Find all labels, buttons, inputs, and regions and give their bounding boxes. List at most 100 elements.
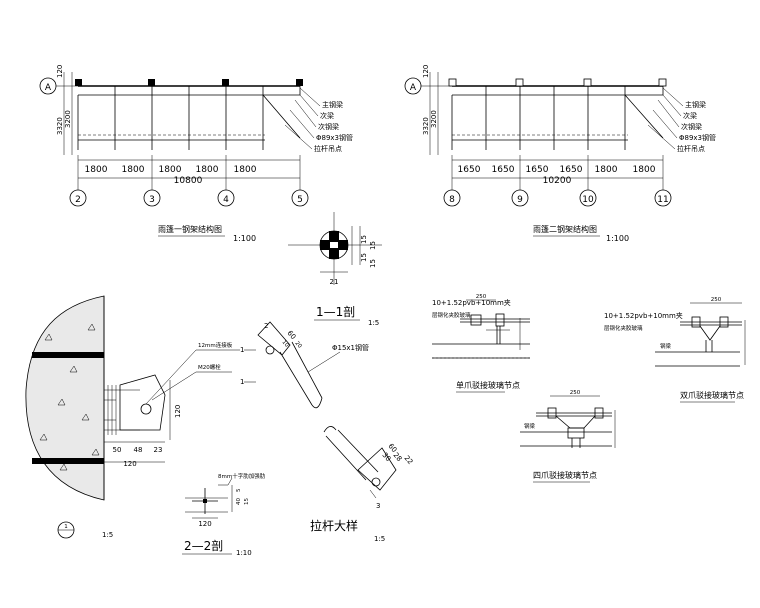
axis-bubble bbox=[217, 189, 235, 207]
sec22-scale: 1:10 bbox=[236, 549, 252, 557]
span-dim: 1650 bbox=[458, 165, 481, 175]
glass-beam-label: 钢梁 bbox=[660, 342, 672, 350]
span-dim: 1800 bbox=[234, 165, 257, 175]
frame2-ribs bbox=[485, 86, 664, 150]
axis-label: 9 bbox=[517, 195, 523, 205]
legend-item: 次钢梁 bbox=[681, 122, 702, 131]
axis-bubble bbox=[143, 189, 161, 207]
sec22-label: 8mm十字肋加强肋 bbox=[218, 472, 266, 480]
grid-letter: A bbox=[410, 83, 417, 93]
glass-beam-label: 钢梁 bbox=[524, 422, 536, 430]
left-dim-3: 3200 bbox=[64, 110, 72, 128]
rod-dim-bottom: 60 bbox=[386, 442, 398, 454]
wall-dim: 120 bbox=[174, 405, 182, 418]
span-dim: 1800 bbox=[633, 165, 656, 175]
column-marker bbox=[148, 79, 155, 86]
frame2-scale: 1:100 bbox=[606, 234, 629, 243]
column-marker bbox=[222, 79, 229, 86]
axis-label: 8 bbox=[449, 195, 455, 205]
legend-item: 主钢梁 bbox=[685, 100, 706, 109]
rod-dim-bottom: 28 bbox=[391, 451, 403, 463]
rod-mark: 3 bbox=[376, 502, 380, 510]
section-1-1: 15 15 15 15 21 1—1剖 1:5 bbox=[288, 212, 382, 327]
axis-label: 4 bbox=[223, 195, 229, 205]
rod-pipe-label: Φ15x1钢管 bbox=[332, 343, 369, 352]
axis-label: 10 bbox=[582, 195, 594, 205]
axis-bubble bbox=[443, 189, 461, 207]
legend-item: 次梁 bbox=[320, 111, 334, 120]
sec22-dim: 40 bbox=[236, 498, 242, 505]
span-dim: 1800 bbox=[85, 165, 108, 175]
rod-mark: 2 bbox=[264, 322, 268, 330]
axis-bubble bbox=[291, 189, 309, 207]
glass-spec: 10+1.52pvb+10mm夹 bbox=[432, 298, 511, 307]
sec11-dim: 15 bbox=[360, 253, 368, 262]
glass-dim: 250 bbox=[476, 294, 487, 300]
wall-dim: 120 bbox=[123, 460, 136, 468]
section-2-2: 8mm十字肋加强肋 5 40 15 120 2—2剖 1:10 bbox=[182, 472, 266, 557]
wall-label-plate: 12mm连接板 bbox=[198, 341, 233, 349]
sec11-scale: 1:5 bbox=[368, 319, 379, 327]
legend-item: 主钢梁 bbox=[322, 100, 343, 109]
axis-label: 5 bbox=[297, 195, 303, 205]
column-marker bbox=[75, 79, 82, 86]
rod-mark: 1 bbox=[240, 346, 244, 354]
column-marker bbox=[658, 78, 667, 87]
grid-letter: A bbox=[45, 83, 52, 93]
rod-dim-bottom: 22 bbox=[402, 454, 414, 466]
column-marker bbox=[583, 78, 592, 87]
axis-label: 11 bbox=[657, 195, 668, 205]
sec11-dim: 15 bbox=[369, 259, 377, 268]
axis-bubble bbox=[654, 189, 672, 207]
glass-single-claw: 10+1.52pvb+10mm夹 层钢化夹胶玻璃 250 单爪驳接玻璃节点 bbox=[432, 294, 530, 393]
wall-scale: 1:5 bbox=[102, 531, 113, 539]
wall-bracket-detail: 12mm连接板 M20螺栓 120 50 48 23 120 1 1:5 bbox=[25, 295, 240, 539]
legend-item: 次梁 bbox=[683, 111, 697, 120]
axis-bubble bbox=[579, 189, 597, 207]
wall-dim: 23 bbox=[154, 446, 163, 454]
glass-single-title: 单爪驳接玻璃节点 bbox=[456, 380, 520, 390]
span-dim: 1650 bbox=[560, 165, 583, 175]
rod-dim-top: 60 bbox=[285, 329, 297, 341]
left-dim-1: 120 bbox=[422, 65, 430, 78]
frame1-ribs bbox=[114, 86, 301, 150]
frame2-elevation: A 120 3320 3200 1650 1650 1650 1650 180 bbox=[404, 65, 716, 243]
column-marker bbox=[515, 78, 524, 87]
glass-four-title: 四爪驳接玻璃节点 bbox=[533, 470, 597, 480]
span-dim: 1800 bbox=[595, 165, 618, 175]
axis-bubble bbox=[511, 189, 529, 207]
glass-dim: 250 bbox=[711, 297, 722, 303]
wall-dim: 48 bbox=[134, 446, 143, 454]
total-dim: 10200 bbox=[543, 176, 572, 186]
glass-spec: 10+1.52pvb+10mm夹 bbox=[604, 311, 683, 320]
axis-label: 2 bbox=[75, 195, 81, 205]
frame1-elevation: A 120 3320 3200 1800 1800 1800 bbox=[39, 65, 353, 243]
frame1-title: 雨篷一钢架结构图 bbox=[158, 224, 222, 234]
sec22-dim: 15 bbox=[244, 498, 250, 505]
frame2-title: 雨篷二钢架结构图 bbox=[533, 224, 597, 234]
column-marker bbox=[296, 79, 303, 86]
sec22-title: 2—2剖 bbox=[184, 539, 223, 553]
wall-dim: 50 bbox=[113, 446, 122, 454]
left-dim-1: 120 bbox=[56, 65, 64, 78]
sec11-dim: 15 bbox=[360, 235, 368, 244]
glass-double-title: 双爪驳接玻璃节点 bbox=[680, 390, 744, 400]
span-dim: 1800 bbox=[159, 165, 182, 175]
glass-double-claw: 10+1.52pvb+10mm夹 层钢化夹胶玻璃 250 钢梁 双爪驳接玻璃节点 bbox=[604, 297, 746, 403]
sec11-title: 1—1剖 bbox=[316, 305, 355, 319]
span-dim: 1800 bbox=[196, 165, 219, 175]
bolt-circle bbox=[140, 403, 152, 415]
sec22-dim: 5 bbox=[236, 488, 242, 492]
rod-dim-bottom: 30 bbox=[380, 451, 392, 463]
left-dim-2: 3320 bbox=[422, 117, 430, 135]
axis-label: 3 bbox=[149, 195, 155, 205]
legend-item: 次钢梁 bbox=[318, 122, 339, 131]
frame1-scale: 1:100 bbox=[233, 234, 256, 243]
total-dim: 10800 bbox=[174, 176, 203, 186]
left-dim-2: 3320 bbox=[56, 117, 64, 135]
glass-spec2: 层钢化夹胶玻璃 bbox=[432, 311, 471, 319]
span-dim: 1650 bbox=[492, 165, 515, 175]
glass-dim: 250 bbox=[570, 390, 581, 396]
sec22-dim: 120 bbox=[198, 520, 211, 528]
